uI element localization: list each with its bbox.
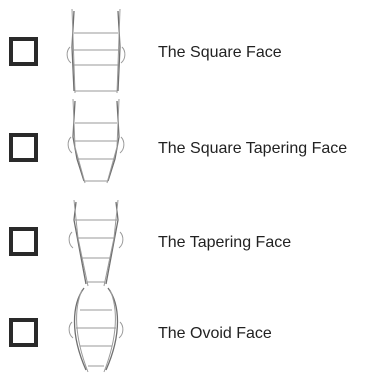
square-face-checkbox[interactable] (9, 37, 38, 66)
tapering-face-checkbox[interactable] (9, 227, 38, 256)
square-tapering-face-checkbox[interactable] (9, 133, 38, 162)
square-face-label: The Square Face (158, 43, 282, 63)
option-square-tapering-face: The Square Tapering Face (0, 97, 386, 187)
option-square-face: The Square Face (0, 7, 386, 97)
square-face-sketch-icon (60, 7, 132, 97)
option-ovoid-face: The Ovoid Face (0, 284, 386, 374)
tapering-face-label: The Tapering Face (158, 233, 291, 253)
square-tapering-face-label: The Square Tapering Face (158, 139, 347, 159)
ovoid-face-sketch-icon (60, 284, 132, 374)
square-tapering-face-sketch-icon (60, 97, 132, 187)
option-tapering-face: The Tapering Face (0, 198, 386, 288)
tapering-face-sketch-icon (60, 198, 132, 288)
ovoid-face-label: The Ovoid Face (158, 324, 272, 344)
ovoid-face-checkbox[interactable] (9, 318, 38, 347)
